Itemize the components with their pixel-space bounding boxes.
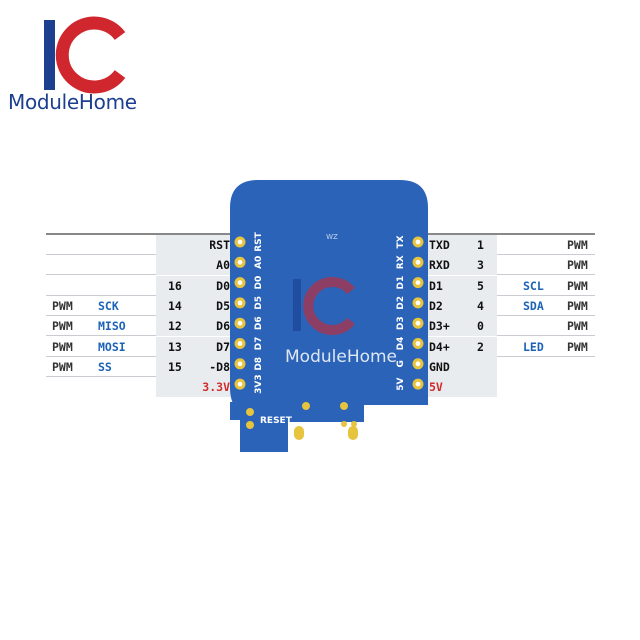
right-table-row: RXD 3 PWM — [425, 255, 595, 276]
right-table-row: D1 5 SCL PWM — [425, 275, 595, 296]
left-pin-label: -D8 — [209, 359, 230, 374]
right-pwm-label: PWM — [567, 278, 588, 293]
board-pin-label: D1 — [396, 276, 406, 290]
right-pin-label: D2 — [429, 298, 443, 313]
right-gpio-number: 5 — [477, 278, 484, 293]
board-pin-label: 5V — [396, 377, 406, 390]
left-table-row: A0 — [46, 255, 236, 276]
right-table-row: GND — [425, 356, 595, 377]
right-pin-label: GND — [429, 359, 450, 374]
board-pin-label: D0 — [254, 276, 264, 290]
board-pin-label: G — [396, 360, 406, 367]
board-pin-label: D5 — [254, 296, 264, 310]
board-pin-label: D3 — [396, 316, 406, 330]
board-pin-label: RST — [254, 231, 264, 251]
right-gpio-number: 0 — [477, 319, 484, 334]
board-pin-label: D6 — [254, 316, 264, 330]
left-pwm-label: PWM — [52, 319, 73, 334]
right-pwm-label: PWM — [567, 339, 588, 354]
left-gpio-number: 15 — [168, 359, 182, 374]
left-function-label: MISO — [98, 319, 126, 334]
right-pin-label: 5V — [429, 380, 443, 395]
ic-watermark-icon — [293, 277, 355, 335]
right-pin-label: RXD — [429, 258, 450, 273]
left-pwm-label: PWM — [52, 298, 73, 313]
left-pin-label: RST — [209, 238, 230, 252]
brand-name: ModuleHome — [8, 90, 137, 114]
left-pin-label: 3.3V — [202, 380, 230, 395]
left-table-row: PWM SS 15 -D8 — [46, 356, 236, 377]
right-gpio-number: 3 — [477, 258, 484, 273]
board-pin-label: RX — [396, 255, 406, 269]
right-function-label: LED — [523, 339, 544, 354]
right-function-label: SCL — [523, 278, 544, 293]
right-gpio-number: 2 — [477, 339, 484, 354]
right-gpio-number: 1 — [477, 238, 484, 252]
watermark-brand: ModuleHome — [285, 347, 398, 367]
left-pin-label: D6 — [216, 319, 230, 334]
right-pwm-label: PWM — [567, 319, 588, 334]
left-function-label: SS — [98, 359, 112, 374]
left-pin-label: D5 — [216, 298, 230, 313]
right-pin-label: TXD — [429, 238, 450, 252]
left-gpio-number: 16 — [168, 278, 182, 293]
right-table-row: 5V — [425, 377, 595, 398]
left-gpio-number: 13 — [168, 339, 182, 354]
board-name: D1 mini — [368, 413, 412, 426]
left-gpio-number: 12 — [168, 319, 182, 334]
left-function-label: MOSI — [98, 339, 126, 354]
right-table-row: D4+ 2 LED PWM — [425, 336, 595, 357]
left-gpio-number: 14 — [168, 298, 182, 313]
right-function-label: SDA — [523, 298, 544, 313]
left-pin-label: D7 — [216, 339, 230, 354]
left-pin-table — [46, 233, 236, 398]
right-pwm-label: PWM — [567, 298, 588, 313]
left-table-row: PWM SCK 14 D5 — [46, 295, 236, 316]
left-pwm-label: PWM — [52, 359, 73, 374]
board-pin-label: D7 — [254, 337, 264, 351]
right-gpio-number: 4 — [477, 298, 484, 313]
right-table-row: TXD 1 PWM — [425, 235, 595, 255]
left-table-row: 16 D0 — [46, 275, 236, 296]
right-pwm-label: PWM — [567, 238, 588, 252]
board-pin-label: D8 — [254, 357, 264, 371]
left-function-label: SCK — [98, 298, 119, 313]
right-pin-label: D4+ — [429, 339, 450, 354]
board-pin-label: D2 — [396, 296, 406, 310]
right-pin-label: D3+ — [429, 319, 450, 334]
right-pwm-label: PWM — [567, 258, 588, 273]
board-pin-label: A0 — [254, 256, 264, 269]
right-table-row: D2 4 SDA PWM — [425, 295, 595, 316]
left-table-row: PWM MISO 12 D6 — [46, 316, 236, 337]
reset-label: RESET — [260, 416, 293, 426]
left-pin-label: A0 — [216, 258, 230, 273]
board-pin-label: TX — [396, 235, 406, 248]
right-pin-label: D1 — [429, 278, 443, 293]
board-pin-label: D4 — [396, 337, 406, 351]
ic-logo-icon — [44, 16, 126, 94]
left-table-row: 3.3V — [46, 377, 236, 398]
left-pwm-label: PWM — [52, 339, 73, 354]
left-pin-label: D0 — [216, 278, 230, 293]
board-marking: WZ — [326, 233, 338, 241]
left-table-row: RST — [46, 235, 236, 255]
left-table-row: PWM MOSI 13 D7 — [46, 336, 236, 357]
board-pin-label: 3V3 — [254, 374, 264, 394]
right-table-row: D3+ 0 PWM — [425, 316, 595, 337]
